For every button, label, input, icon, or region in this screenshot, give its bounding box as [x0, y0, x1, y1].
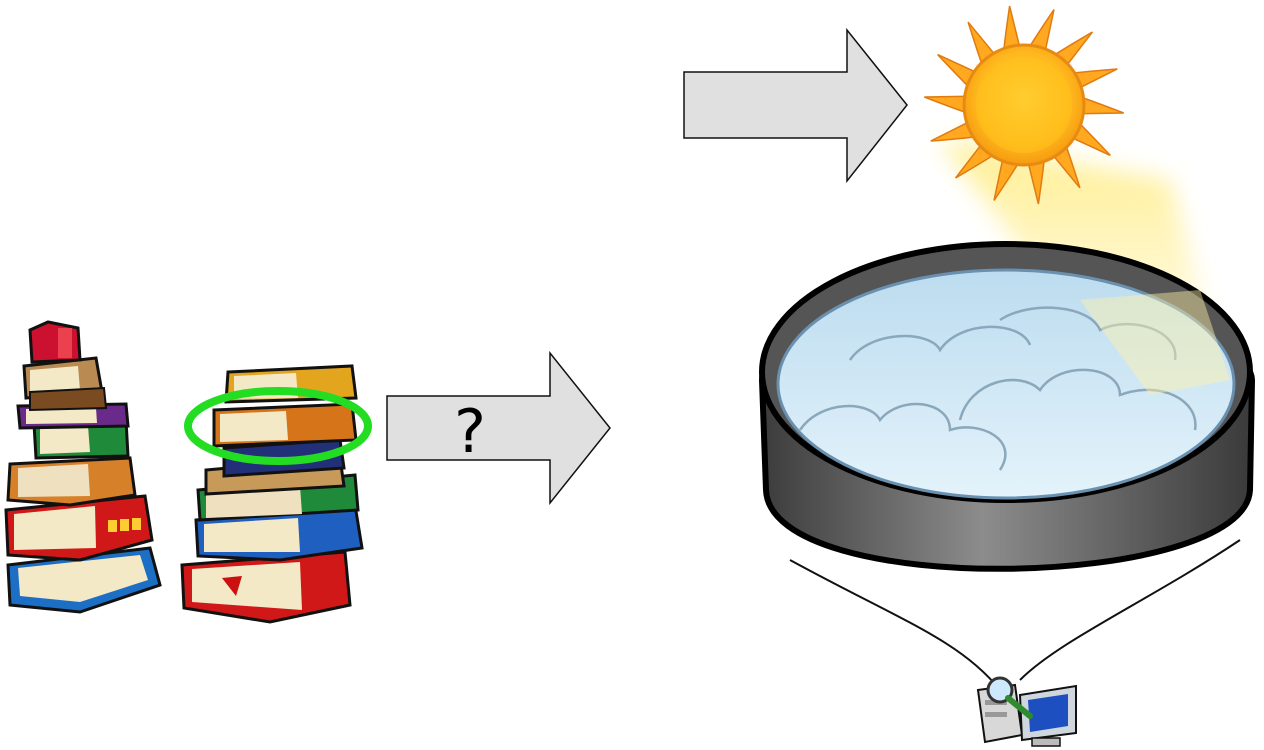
sky-dish-icon [758, 241, 1256, 691]
computer-search-icon [976, 676, 1077, 747]
arrow-upper [683, 27, 908, 184]
arrow-lower: ? [386, 350, 611, 506]
sun-icon [924, 5, 1124, 205]
highlight-ring [184, 387, 372, 465]
arrow-lower-label: ? [454, 397, 486, 467]
book-stack-left [4, 320, 162, 614]
sun-rays [924, 5, 1124, 205]
book-stack-right [180, 364, 364, 624]
